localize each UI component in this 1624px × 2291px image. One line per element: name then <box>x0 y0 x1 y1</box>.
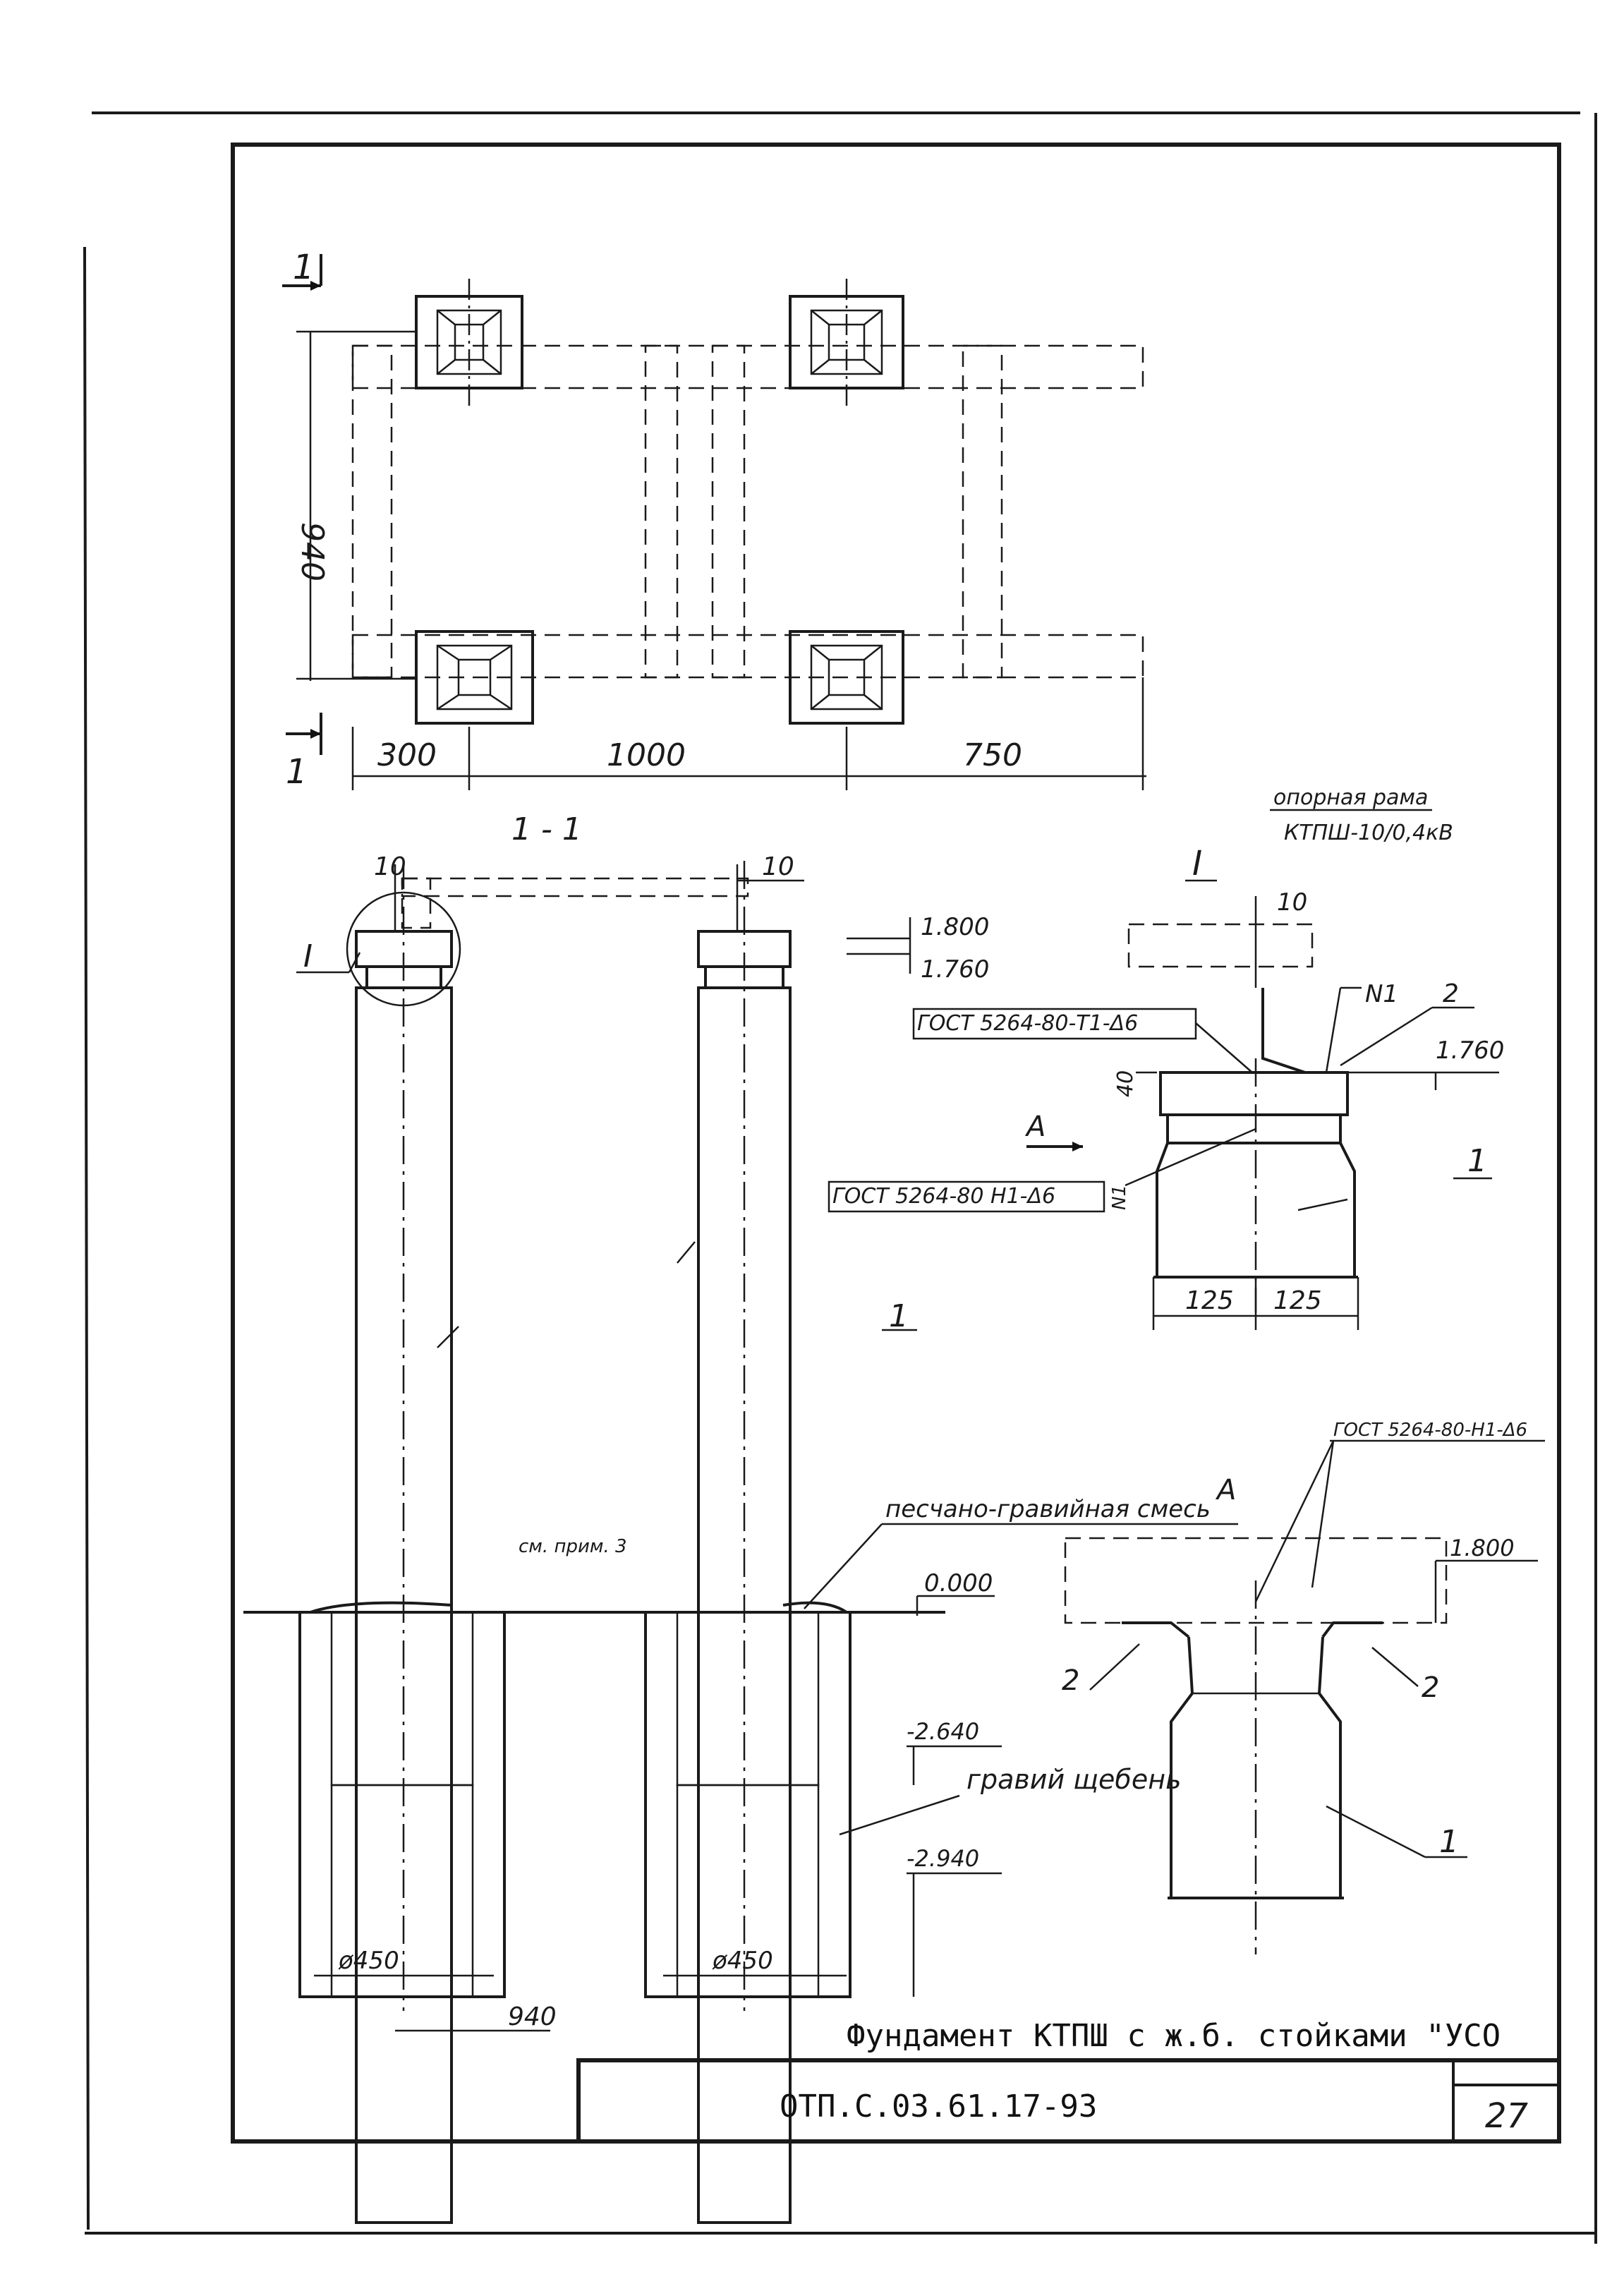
plan-dim-1000: 1000 <box>607 737 686 773</box>
dim-10-detail: 10 <box>1277 888 1307 917</box>
pos-1-bottom: 1 <box>1439 1824 1459 1860</box>
pos-2-right: 2 <box>1422 1672 1439 1704</box>
elev-0: 0.000 <box>924 1569 993 1597</box>
sheet-frame <box>83 111 1597 2244</box>
elev-2640: -2.640 <box>907 1718 979 1745</box>
pos-N1-detail: N1 <box>1365 980 1398 1008</box>
plan-dim-300: 300 <box>377 737 437 773</box>
pos-1-detail: 1 <box>1467 1143 1487 1179</box>
support-frame-label: опорная рама КТПШ-10/0,4кВ <box>1270 785 1453 845</box>
dim-125-b: 125 <box>1273 1286 1322 1315</box>
elev-2940: -2.940 <box>907 1845 979 1872</box>
section-mark-top-label: 1 <box>293 248 315 287</box>
dim-125-a: 125 <box>1185 1286 1234 1315</box>
section-title: 1 - 1 <box>511 811 582 847</box>
dia-right: ø450 <box>712 1947 773 1975</box>
plan-view: 1 1 <box>282 248 1146 792</box>
support-frame-text: опорная рама <box>1273 785 1428 810</box>
elev-1760-detail: 1.760 <box>1436 1036 1504 1065</box>
section-1-1: 1 - 1 10 10 I 1.800 1.760 <box>243 811 1238 2224</box>
ground-note: см. прим. 3 <box>519 1536 627 1557</box>
pos-2-detail: 2 <box>1443 979 1459 1008</box>
section-marker-bottom: 1 <box>286 713 322 792</box>
plan-dim-750: 750 <box>963 737 1022 773</box>
view-A: А <box>1024 1111 1046 1143</box>
dim-940-bottom: 940 <box>508 2002 557 2031</box>
dim-40: 40 <box>1113 1070 1138 1097</box>
view-A: ГОСТ 5264-80-Н1-Δ6 А 1.800 2 2 1 <box>1062 1420 1545 1954</box>
detail-I: I 10 N1 2 1.760 ГОСТ 5264-80-Т1-Δ6 40 А … <box>828 844 1504 1330</box>
gravel-label: гравий щебень <box>966 1764 1181 1795</box>
gost-weld-t1: ГОСТ 5264-80-Т1-Δ6 <box>917 1011 1138 1036</box>
pos-2-left: 2 <box>1062 1664 1079 1697</box>
post-left <box>346 861 461 2224</box>
dim-10-mid: 10 <box>762 852 794 881</box>
plan-dim-height: 940 <box>294 522 330 581</box>
detail-title: I <box>1192 844 1202 883</box>
elev-1800: 1.800 <box>921 913 989 941</box>
section-marker-top: 1 <box>282 248 322 291</box>
pos-N1-weld: N1 <box>1109 1185 1130 1210</box>
sand-gravel-label: песчано-гравийная смесь <box>885 1495 1211 1523</box>
support-frame-type: КТПШ-10/0,4кВ <box>1284 821 1453 845</box>
dim-10-left: 10 <box>374 852 406 881</box>
gost-weld-view: ГОСТ 5264-80-Н1-Δ6 <box>1333 1420 1527 1441</box>
callout-I: I <box>303 938 313 974</box>
drawing-code: ОТП.С.03.61.17-93 <box>780 2089 1097 2124</box>
section-mark-bottom-label: 1 <box>286 752 308 792</box>
foot-bottom-left <box>415 630 534 725</box>
post-right <box>697 861 792 2224</box>
elev-1760: 1.760 <box>921 955 989 984</box>
drawing-title: Фундамент КТПШ с ж.б. стойками "УСО <box>847 2018 1501 2054</box>
view-A-head: А <box>1215 1474 1236 1506</box>
gost-weld-n1: ГОСТ 5264-80 Н1-Δ6 <box>832 1184 1055 1209</box>
elev-1800-view: 1.800 <box>1450 1535 1515 1561</box>
pos-1-mid: 1 <box>889 1298 909 1334</box>
sheet-number: 27 <box>1485 2096 1529 2136</box>
title-block: Фундамент КТПШ с ж.б. стойками "УСО ОТП.… <box>576 2018 1561 2144</box>
dia-left: ø450 <box>338 1947 399 1975</box>
foot-bottom-right <box>789 630 904 725</box>
